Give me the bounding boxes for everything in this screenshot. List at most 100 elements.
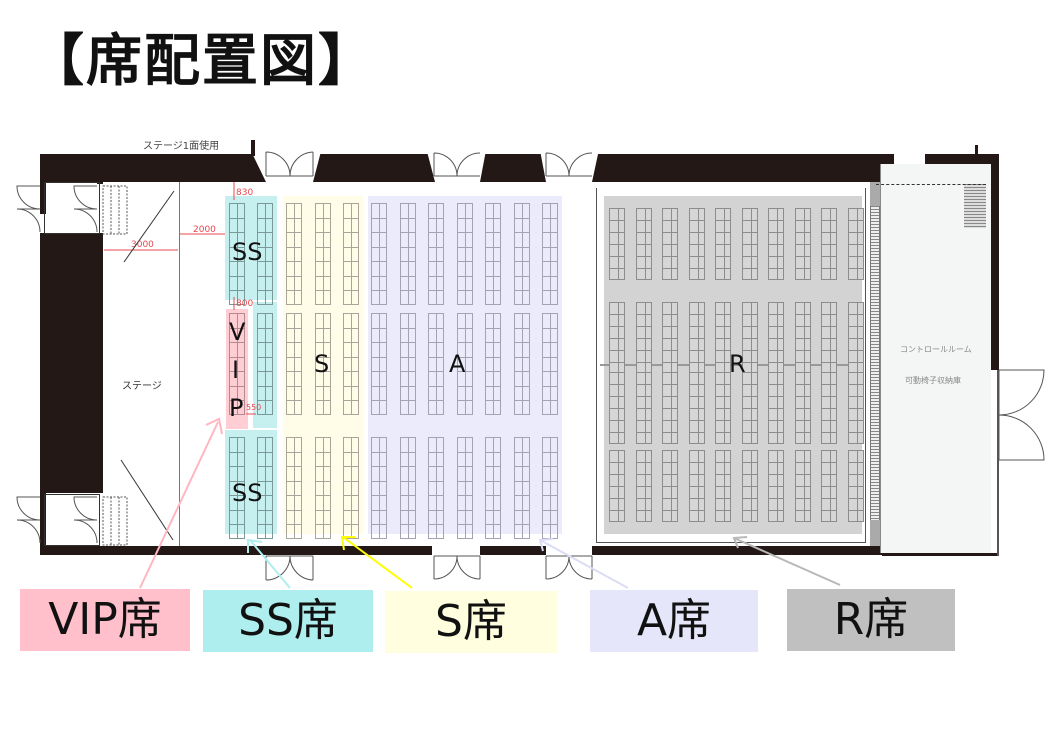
zone-label-vip-p: P: [229, 394, 244, 422]
seat-column-r: [741, 208, 758, 280]
seat-column: [399, 203, 416, 305]
dim-ss-to-vip: 800: [236, 299, 254, 309]
seat-column-r: [768, 208, 784, 280]
seat-column-r: [609, 372, 625, 444]
seat-column-r: [741, 372, 758, 444]
seat-column-r: [662, 450, 678, 522]
legend-arrows: [139, 417, 841, 589]
legend-vip: VIP席: [20, 589, 190, 651]
left-vestibule-top: [44, 182, 100, 234]
wall-top-seg2: [313, 154, 435, 182]
control-room-rail-cap-top: [870, 182, 880, 206]
control-room-stairs: [964, 184, 986, 228]
seat-column-r: [635, 302, 652, 374]
stage-label: ステージ: [122, 381, 162, 392]
stage-usage-note: ステージ1面使用: [143, 141, 220, 152]
seat-column-r: [768, 372, 784, 444]
seat-column: [286, 313, 302, 415]
r-zone-midline: [600, 364, 862, 366]
seat-column: [542, 203, 558, 305]
seat-column-r: [688, 372, 705, 444]
seat-column: [513, 437, 530, 539]
seat-column: [314, 313, 331, 415]
seat-column-r: [821, 208, 837, 280]
seat-column: [399, 313, 416, 415]
seat-column-r: [662, 208, 678, 280]
seat-column-r: [609, 302, 625, 374]
seat-column: [485, 437, 501, 539]
seat-column: [257, 437, 273, 539]
seat-column-r: [768, 450, 784, 522]
seat-column: [286, 437, 302, 539]
seat-column: [286, 203, 302, 305]
seat-column: [485, 203, 501, 305]
seat-column: [257, 203, 273, 305]
control-room: [880, 164, 991, 553]
seat-column: [428, 313, 444, 415]
doors: [16, 151, 1045, 581]
dim-wall-to-ss: 830: [236, 188, 254, 198]
seat-column-r: [609, 208, 625, 280]
wall-top-left: [40, 154, 266, 182]
seat-column: [229, 203, 245, 305]
seat-column: [542, 313, 558, 415]
seat-column: [229, 313, 245, 415]
legend-ss: SS席: [203, 590, 373, 652]
seat-column-r: [768, 302, 784, 374]
seat-column: [428, 203, 444, 305]
seat-column: [343, 437, 359, 539]
seat-column-r: [847, 450, 864, 522]
legend-r: R席: [787, 589, 955, 651]
zone-label-vip-i: I: [232, 356, 240, 384]
zone-label-ss-bottom: SS: [232, 479, 263, 507]
seat-column-r: [821, 302, 837, 374]
zone-ss-top: [225, 196, 277, 300]
seat-column: [314, 437, 331, 539]
seat-column: [542, 437, 558, 539]
seat-column-r: [847, 302, 864, 374]
seat-column-r: [688, 450, 705, 522]
left-vestibule-bottom: [44, 494, 100, 546]
zone-label-vip-v: V: [229, 318, 246, 346]
control-room-rail: [870, 182, 880, 546]
seat-column: [371, 437, 387, 539]
wall-top-seg4: [592, 154, 894, 182]
wall-bottom: [40, 546, 432, 555]
seat-column-r: [821, 372, 837, 444]
control-room-rail-cap-bottom: [870, 520, 880, 546]
seat-column: [343, 203, 359, 305]
wall-right-upper: [990, 154, 999, 370]
r-zone-frame: [596, 188, 866, 543]
seat-column-r: [847, 372, 864, 444]
legend-s: S席: [385, 591, 557, 653]
page-title: 【席配置図】: [28, 29, 376, 94]
control-room-label: コントロールルーム: [900, 345, 972, 354]
seat-column-r: [635, 450, 652, 522]
seat-column-r: [741, 302, 758, 374]
stage-area: [103, 182, 180, 546]
seat-column-r: [715, 208, 731, 280]
seat-column: [513, 203, 530, 305]
wall-bottom-seg3: [592, 546, 882, 555]
seat-column: [371, 203, 387, 305]
zone-label-s: S: [314, 350, 330, 378]
seat-column-r: [688, 208, 705, 280]
wall-bottom-seg2: [480, 546, 546, 555]
wall-top-seg3: [480, 154, 546, 182]
dim-stage-depth: 3000: [131, 240, 154, 250]
seat-column: [314, 203, 331, 305]
wall-left-lower-left: [40, 490, 46, 550]
seat-column: [485, 313, 501, 415]
seat-column-r: [794, 208, 811, 280]
seat-column-r: [821, 450, 837, 522]
seat-column-r: [794, 450, 811, 522]
seat-column: [456, 437, 473, 539]
seat-column-r: [715, 372, 731, 444]
seat-column-r: [635, 208, 652, 280]
wall-left-upper-block: [40, 154, 46, 214]
seat-column: [229, 437, 245, 539]
wall-top-right: [925, 154, 999, 164]
zone-label-a: A: [449, 350, 466, 378]
